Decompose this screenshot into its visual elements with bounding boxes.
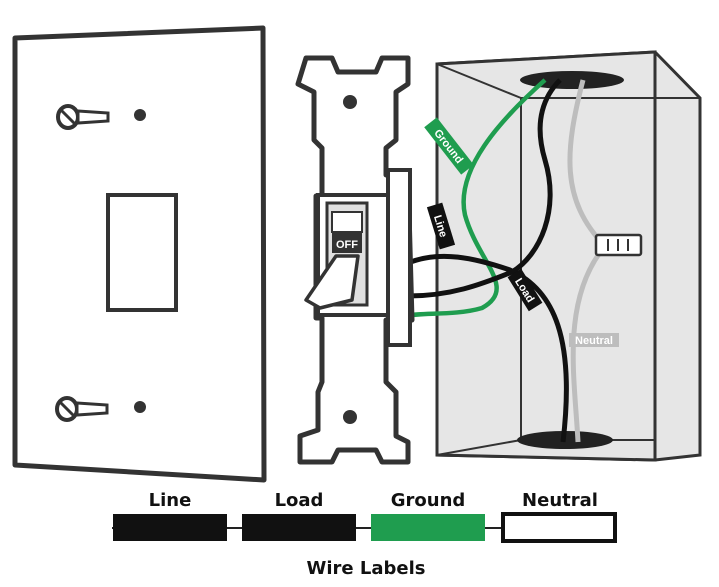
legend-label-load: Load bbox=[275, 490, 324, 511]
electrical-box bbox=[435, 50, 702, 462]
switch-mount-hole-top bbox=[343, 95, 357, 109]
wire-tag-line: Line bbox=[426, 202, 456, 250]
legend-title: Wire Labels bbox=[307, 558, 426, 579]
plate-hole-bottom bbox=[134, 401, 146, 413]
light-switch: OFF bbox=[295, 55, 415, 465]
legend-label-ground: Ground bbox=[391, 490, 466, 511]
wire-tag-neutral: Neutral bbox=[569, 333, 619, 347]
switch-mount-hole-bottom bbox=[343, 410, 357, 424]
legend-swatch-load bbox=[242, 514, 356, 541]
legend-swatch-neutral bbox=[501, 512, 617, 543]
switch-off-label: OFF bbox=[336, 239, 358, 251]
plate-hole-top bbox=[134, 109, 146, 121]
legend-label-line: Line bbox=[149, 490, 192, 511]
plate-switch-opening bbox=[106, 193, 178, 312]
neutral-clip bbox=[594, 233, 643, 257]
plate-screw-bottom bbox=[55, 396, 109, 422]
ground-wire bbox=[407, 78, 547, 319]
legend-swatch-ground bbox=[371, 514, 485, 541]
load-wire bbox=[407, 78, 562, 299]
neutral-tag-text: Neutral bbox=[575, 335, 613, 347]
box-knockout-top bbox=[520, 71, 624, 89]
wall-plate bbox=[12, 25, 267, 483]
legend-swatch-line bbox=[113, 514, 227, 541]
wire-legend: Line Load Ground Neutral Wire Labels bbox=[112, 490, 617, 579]
toggle-lever[interactable] bbox=[304, 254, 360, 310]
plate-screw-top bbox=[56, 104, 110, 130]
legend-label-neutral: Neutral bbox=[522, 490, 598, 511]
